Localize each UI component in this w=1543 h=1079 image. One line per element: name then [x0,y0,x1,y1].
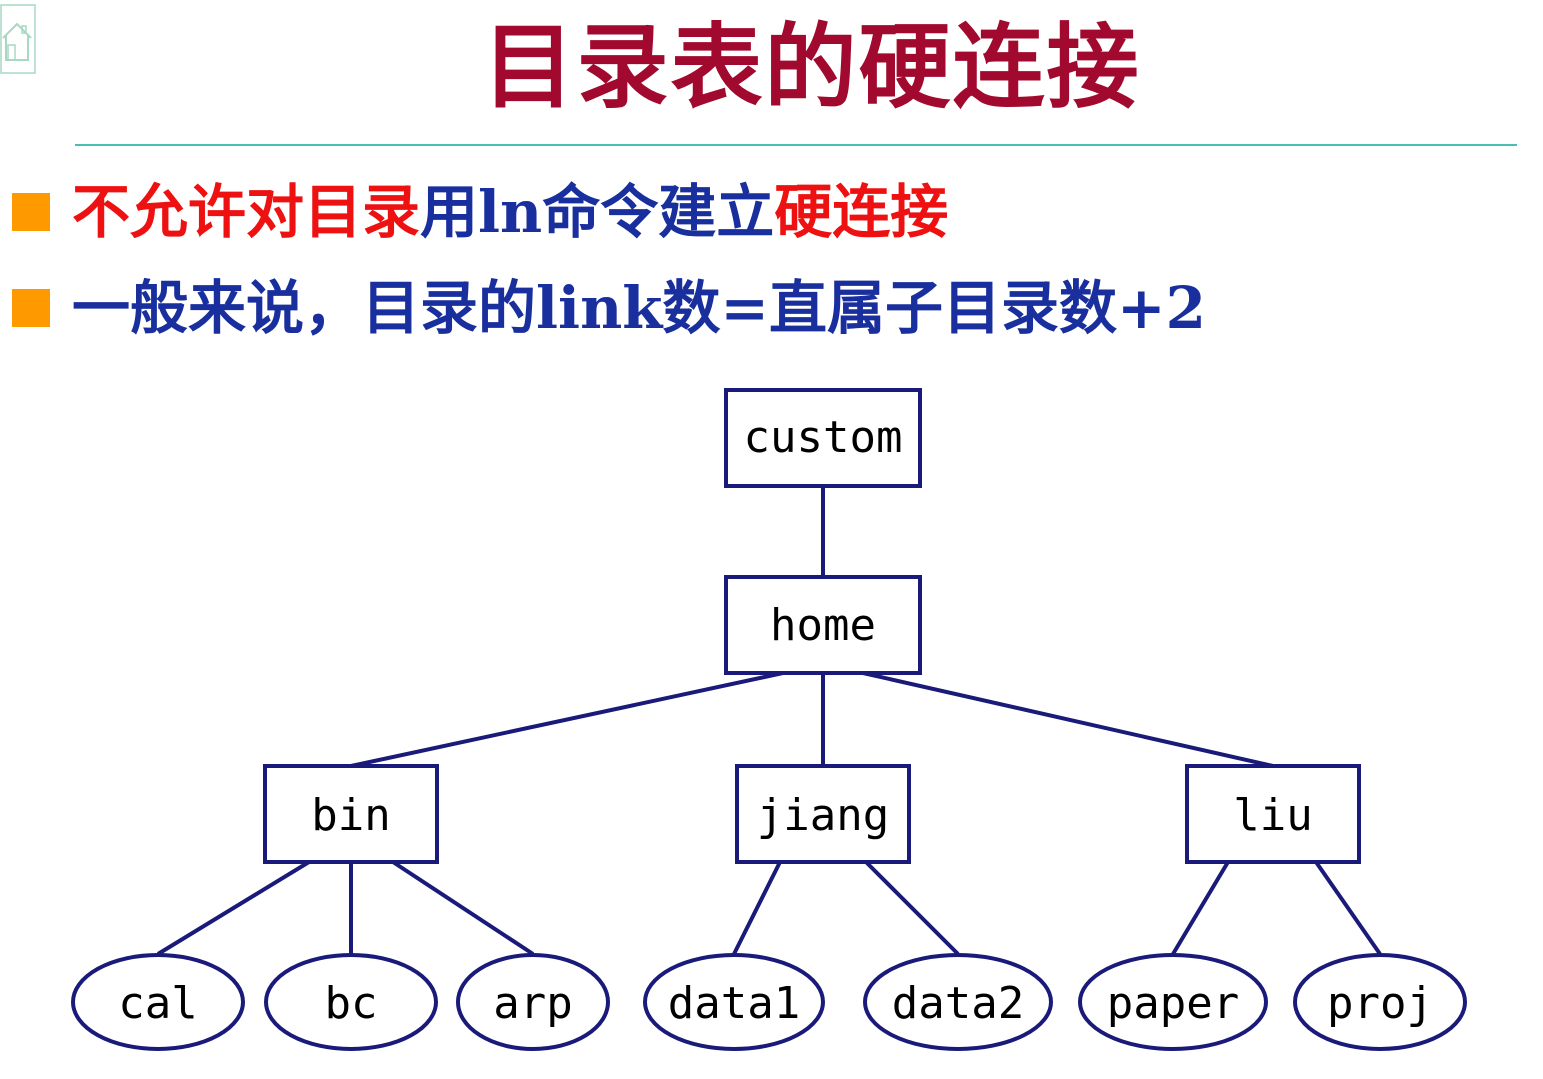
title-divider [75,144,1517,146]
square-bullet-icon [12,193,50,231]
edge-jiang-data1 [732,861,782,955]
node-ellipse-arp [456,953,610,1051]
home-icon[interactable] [0,4,36,74]
edge-bin-cal [156,860,311,956]
node-label-data1: data1 [668,978,800,1029]
tree-edges [156,486,1382,956]
node-label-bin: bin [311,790,390,841]
node-ellipse-bc [264,953,438,1051]
tree-file-nodes [71,953,1467,1051]
bullet-item-2: 一般来说，目录的link数=直属子目录数+2 [12,268,1206,348]
node-box-liu [1185,764,1361,864]
node-label-data2: data2 [892,978,1024,1029]
node-label-liu: liu [1233,790,1312,841]
node-label-cal: cal [118,978,197,1029]
node-ellipse-paper [1078,953,1268,1051]
node-label-custom: custom [744,412,903,463]
node-ellipse-data1 [643,953,825,1051]
edge-home-bin [350,671,784,768]
edge-liu-paper [1171,860,1230,956]
node-label-proj: proj [1327,978,1433,1029]
tree-directory-nodes [263,388,1361,864]
node-box-bin [263,764,439,864]
edge-bin-arp [391,860,535,956]
bullet-text: 不允许对目录用ln命令建立硬连接 [72,172,948,252]
node-ellipse-data2 [863,953,1053,1051]
tree-labels: custom home bin jiang liu cal bc arp dat… [118,412,1433,1029]
node-ellipse-cal [71,953,245,1051]
bullet-text: 一般来说，目录的link数=直属子目录数+2 [72,268,1206,348]
bullet-segment-red: 不允许对目录 [72,178,421,246]
node-label-home: home [770,600,876,651]
node-box-jiang [735,764,911,864]
square-bullet-icon [12,289,50,327]
bullet-item-1: 不允许对目录用ln命令建立硬连接 [12,172,948,252]
edge-jiang-data2 [864,860,960,956]
node-label-jiang: jiang [757,790,889,841]
node-box-home [724,575,922,675]
node-label-arp: arp [493,978,572,1029]
edge-liu-proj [1314,860,1382,956]
bullet-segment-blue: 一般来说，目录的link数=直属子目录数+2 [72,274,1206,342]
node-label-bc: bc [325,978,378,1029]
node-label-paper: paper [1107,978,1239,1029]
bullet-segment-red: 硬连接 [774,178,949,246]
node-ellipse-proj [1293,953,1467,1051]
edge-home-liu [862,671,1274,768]
bullet-segment-blue: 用ln命令建立 [420,178,775,246]
node-box-custom [724,388,922,488]
slide-title: 目录表的硬连接 [482,14,1141,121]
